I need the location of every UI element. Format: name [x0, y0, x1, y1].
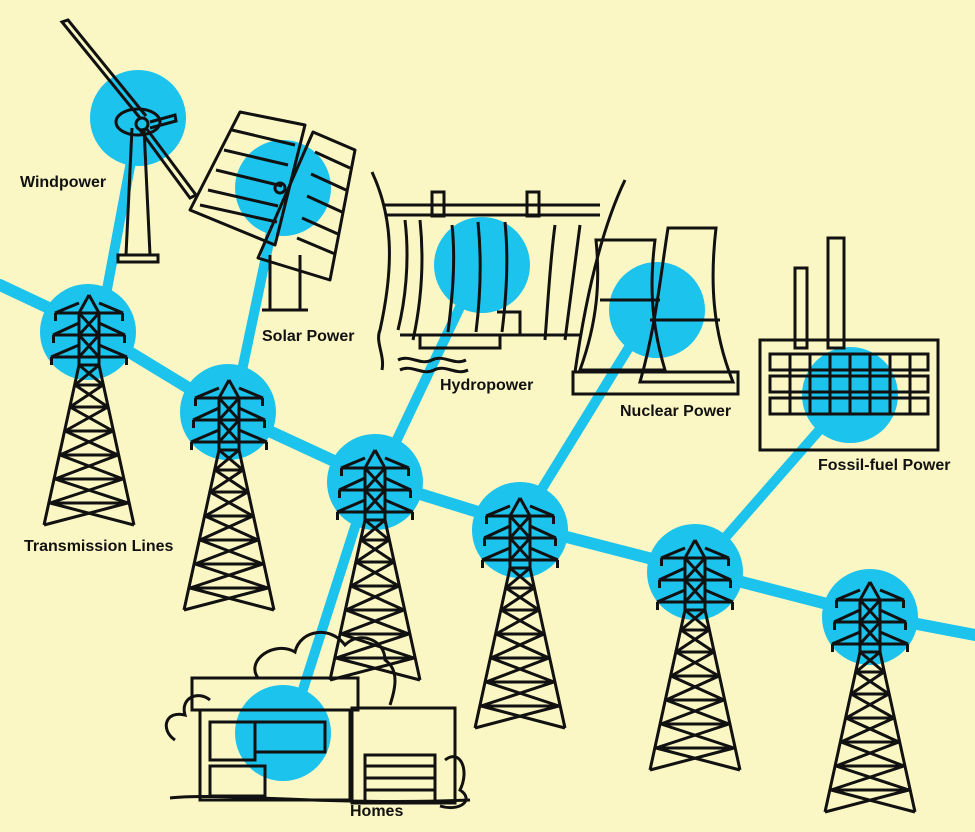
- solar-power-label: Solar Power: [262, 328, 355, 345]
- home-icon: [164, 630, 471, 809]
- fossil-plant-icon: [758, 236, 940, 452]
- fossil-fuel-power-label: Fossil-fuel Power: [818, 457, 951, 474]
- solar-disc: [235, 140, 331, 236]
- tower-disc-3: [327, 434, 423, 530]
- hydro-dam-icon: [370, 171, 627, 374]
- solar-panel-icon: [188, 110, 357, 312]
- nuclear-plant-icon: [571, 226, 740, 396]
- hydro-disc: [434, 217, 530, 313]
- transmission-lines-label: Transmission Lines: [24, 538, 174, 555]
- nuclear-power-label: Nuclear Power: [620, 403, 732, 420]
- tower-disc-5: [647, 524, 743, 620]
- homes-label: Homes: [350, 803, 404, 820]
- tower-disc-6: [822, 569, 918, 665]
- wind-turbine-icon: [59, 18, 199, 264]
- windpower-label: Windpower: [20, 174, 107, 191]
- hydropower-label: Hydropower: [440, 377, 534, 394]
- tower-disc-4: [472, 482, 568, 578]
